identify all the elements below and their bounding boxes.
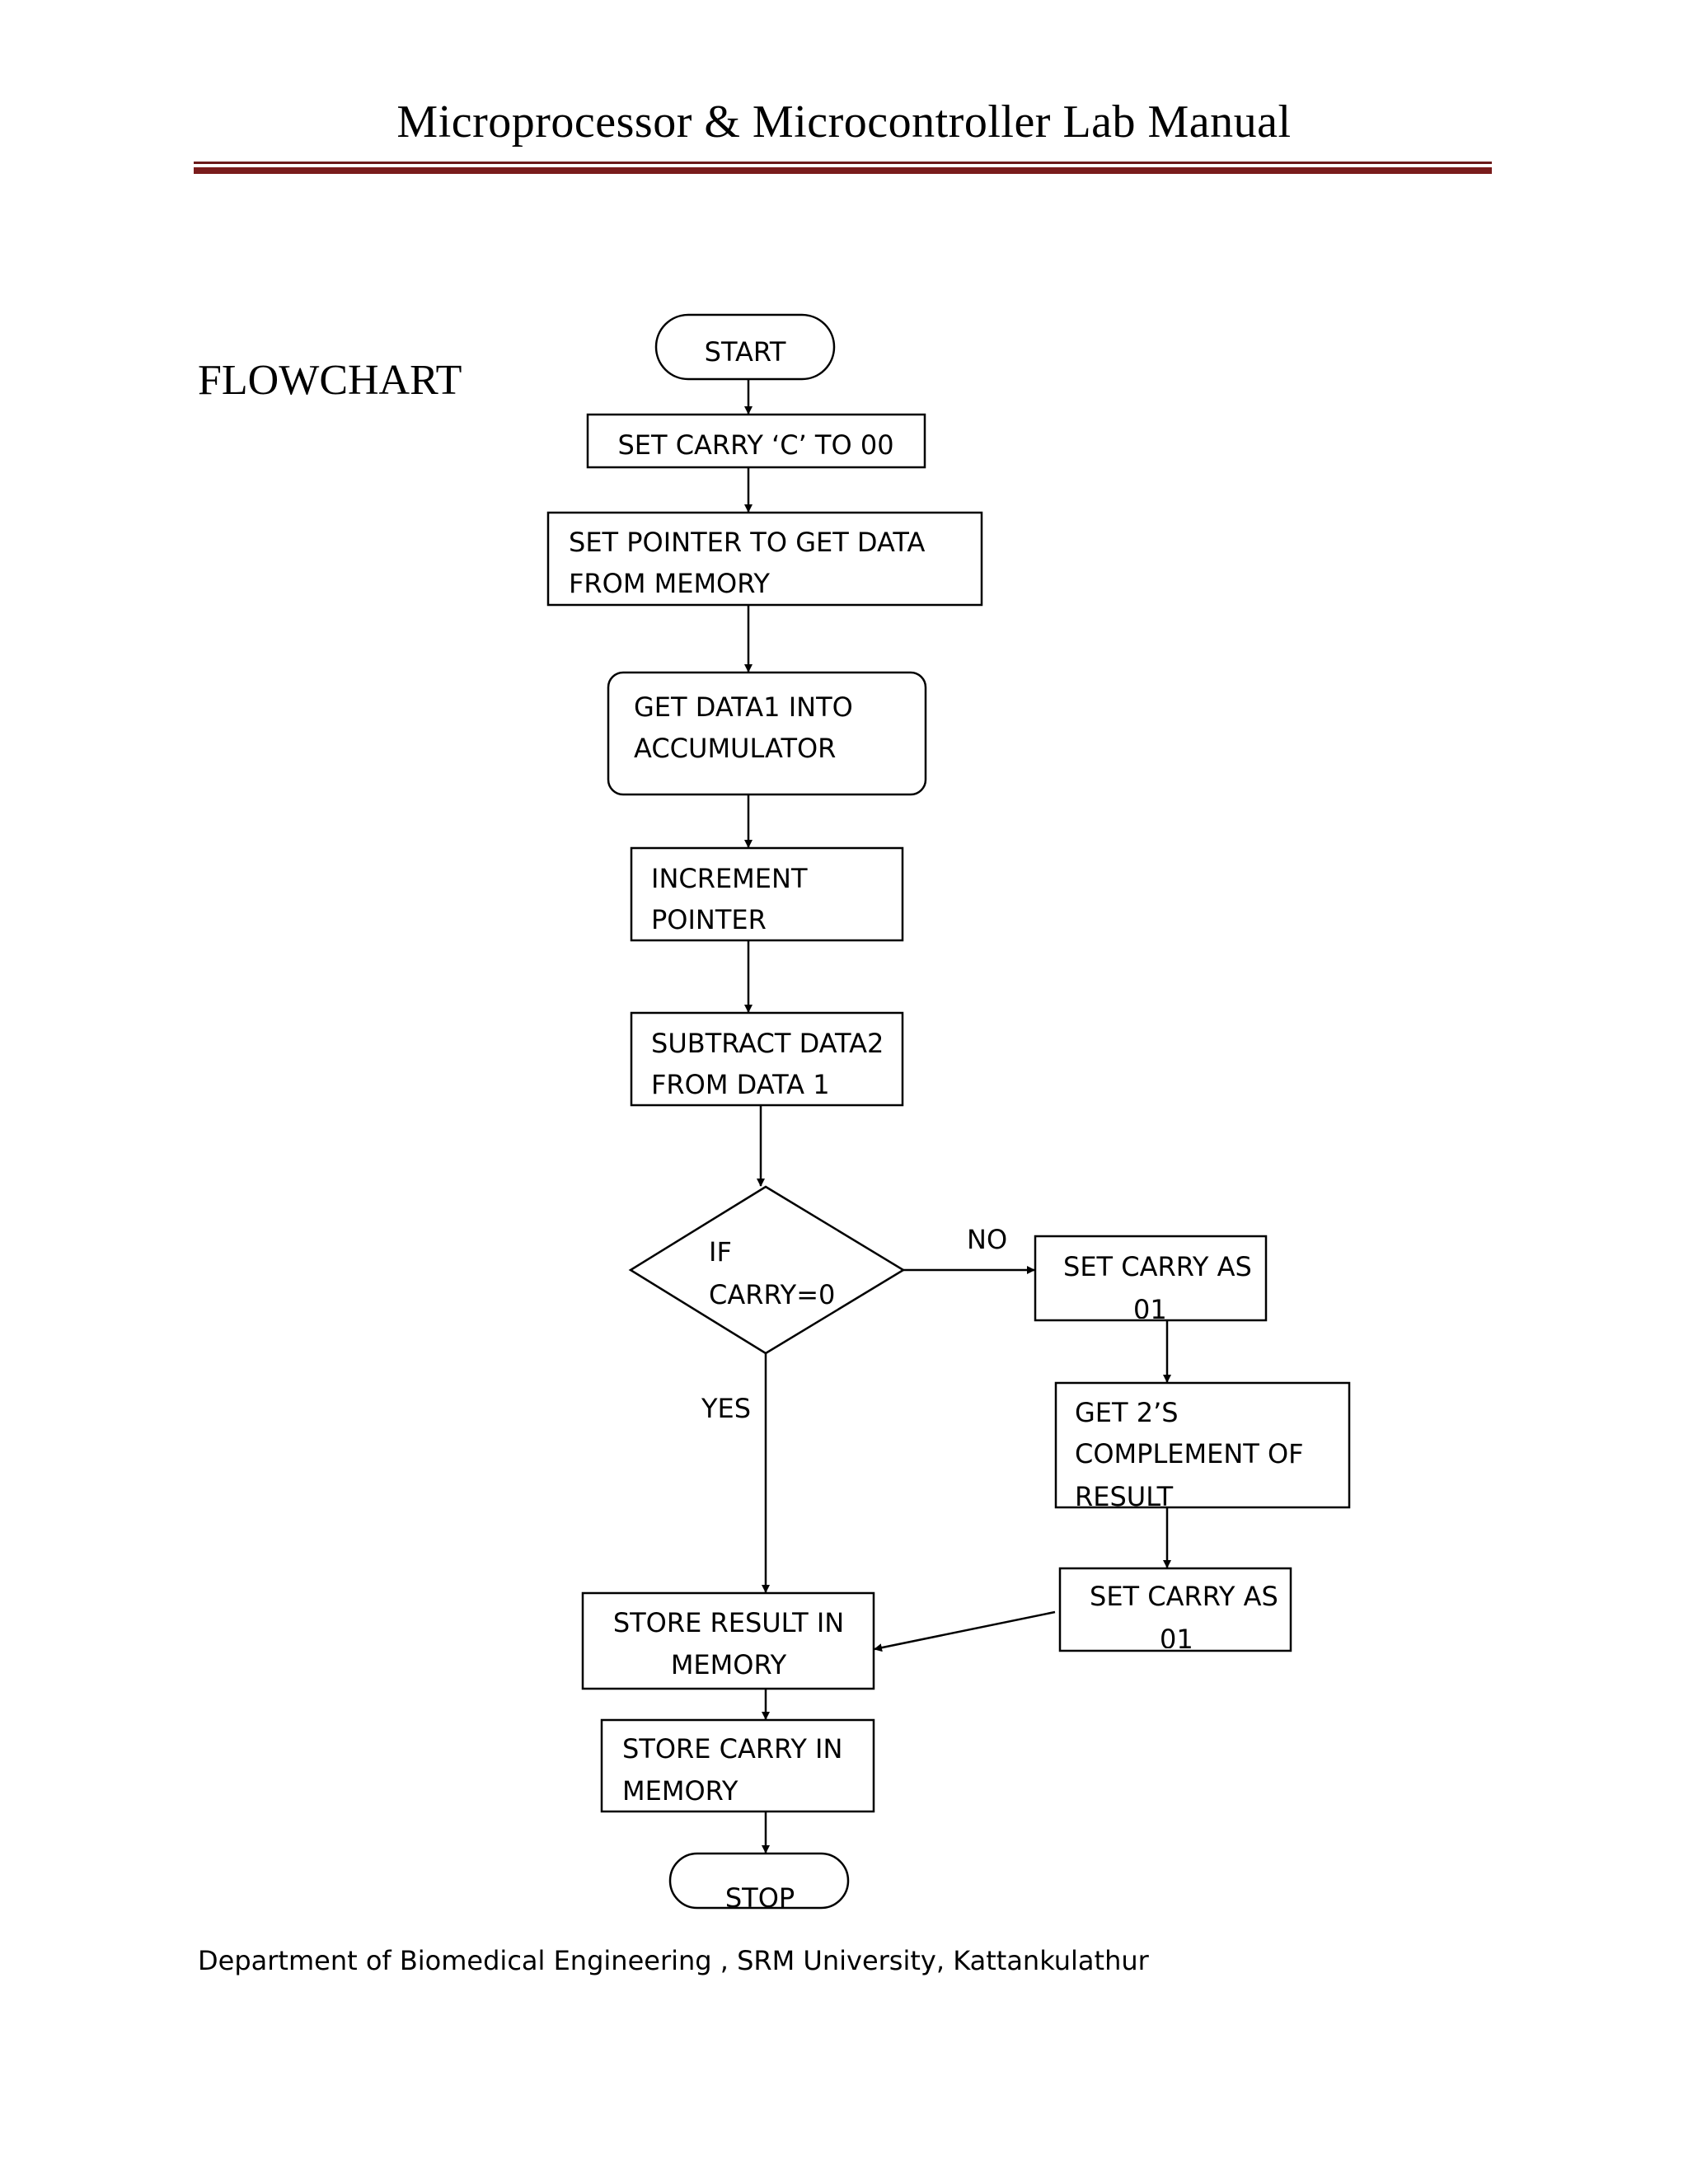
complement-label-1: GET 2’S bbox=[1075, 1397, 1179, 1428]
set-carry-01-a-label-1: SET CARRY AS bbox=[1063, 1251, 1252, 1282]
decision-label-1: IF bbox=[709, 1236, 732, 1268]
subtract-label-1: SUBTRACT DATA2 bbox=[651, 1028, 884, 1059]
subtract-box bbox=[630, 1011, 904, 1107]
start-terminator bbox=[654, 313, 836, 381]
store-carry-label-1: STORE CARRY IN bbox=[622, 1733, 842, 1765]
complement-label-2: COMPLEMENT OF bbox=[1075, 1438, 1304, 1469]
footer-text: Department of Biomedical Engineering , S… bbox=[198, 1945, 1149, 1976]
decision-label-2: CARRY=0 bbox=[709, 1279, 835, 1310]
decision-diamond bbox=[628, 1185, 906, 1355]
start-label: START bbox=[705, 336, 786, 368]
increment-label-2: POINTER bbox=[651, 904, 767, 935]
section-heading: FLOWCHART bbox=[198, 357, 462, 404]
set-carry-01-b-label-1: SET CARRY AS bbox=[1090, 1581, 1278, 1612]
store-result-box bbox=[581, 1591, 875, 1690]
header-rule-thin bbox=[194, 162, 1492, 164]
set-pointer-box bbox=[546, 511, 983, 607]
set-carry-01-a-label-2: 01 bbox=[1133, 1294, 1167, 1325]
stop-terminator bbox=[668, 1852, 850, 1910]
header-rule-thick bbox=[194, 167, 1492, 174]
complement-box bbox=[1054, 1381, 1351, 1509]
store-carry-label-2: MEMORY bbox=[622, 1775, 738, 1807]
get-data1-label-1: GET DATA1 INTO bbox=[634, 691, 853, 723]
page-header-title: Microprocessor & Microcontroller Lab Man… bbox=[396, 96, 1292, 148]
yes-label: YES bbox=[701, 1393, 751, 1424]
set-pointer-label-2: FROM MEMORY bbox=[569, 568, 770, 599]
set-carry-01-b-label-2: 01 bbox=[1160, 1624, 1193, 1655]
no-label: NO bbox=[967, 1224, 1007, 1255]
get-data1-box bbox=[607, 671, 927, 796]
set-carry-01-box-b bbox=[1058, 1567, 1292, 1652]
complement-label-3: RESULT bbox=[1075, 1481, 1174, 1512]
store-result-label-2: MEMORY bbox=[671, 1649, 787, 1680]
set-carry-label: SET CARRY ‘C’ TO 00 bbox=[617, 429, 893, 461]
store-result-label-1: STORE RESULT IN bbox=[613, 1607, 844, 1638]
get-data1-label-2: ACCUMULATOR bbox=[634, 733, 836, 764]
store-carry-box bbox=[600, 1718, 875, 1813]
set-pointer-label-1: SET POINTER TO GET DATA bbox=[569, 527, 925, 558]
set-carry-box bbox=[586, 413, 926, 469]
subtract-label-2: FROM DATA 1 bbox=[651, 1069, 830, 1100]
increment-box bbox=[630, 846, 904, 942]
set-carry-01-box-a bbox=[1034, 1235, 1268, 1322]
increment-label-1: INCREMENT bbox=[651, 863, 808, 894]
stop-label: STOP bbox=[725, 1882, 795, 1914]
arrow-carry-b-to-store-result bbox=[874, 1610, 1056, 1652]
